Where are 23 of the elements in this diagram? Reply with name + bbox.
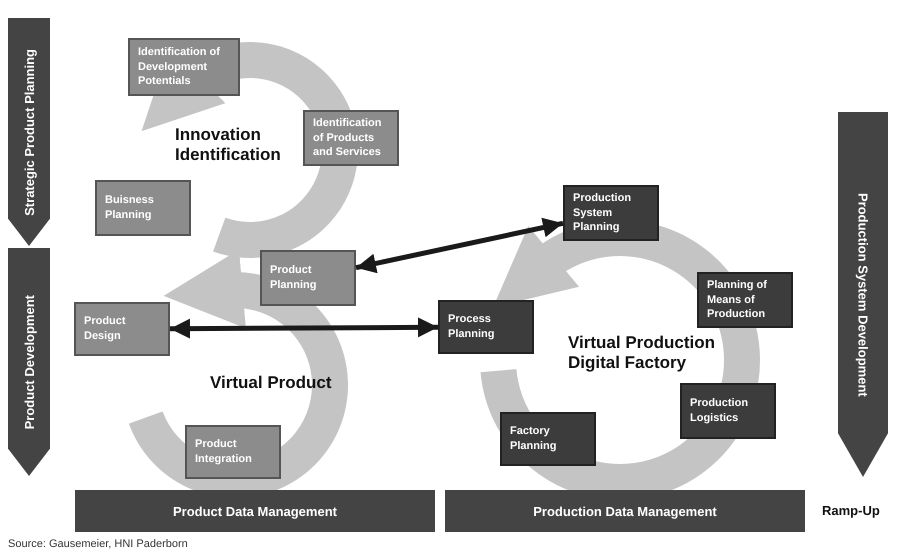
process-box: Identification of Products and Services (303, 110, 399, 166)
process-box: Product Planning (260, 250, 356, 306)
stage-arrow-bar: Strategic Product Planning (8, 18, 50, 246)
process-box: Process Planning (438, 300, 534, 354)
process-box: Product Integration (185, 425, 281, 479)
data-bar: Production Data Management (445, 490, 805, 532)
cycle-title: Virtual Production Digital Factory (568, 333, 716, 374)
process-box: Factory Planning (500, 412, 596, 466)
process-box: Product Design (74, 302, 170, 356)
process-box: Production Logistics (680, 383, 776, 439)
cycle-title: Innovation Identification (175, 125, 282, 166)
process-box: Buisness Planning (95, 180, 191, 236)
cycle-title: Virtual Product (210, 373, 332, 394)
source-caption: Source: Gausemeier, HNI Paderborn (8, 538, 188, 552)
double-arrow (355, 218, 564, 274)
process-box: Production System Planning (563, 185, 659, 241)
phase-label: Ramp-Up (822, 503, 880, 519)
process-box: Planning of Means of Production (697, 272, 793, 328)
process-box: Identification of Development Potentials (128, 38, 240, 96)
stage-arrow-bar: Production System Development (838, 112, 888, 477)
stage-arrow-bar: Product Development (8, 248, 50, 476)
double-arrow (170, 317, 438, 339)
data-bar: Product Data Management (75, 490, 435, 532)
